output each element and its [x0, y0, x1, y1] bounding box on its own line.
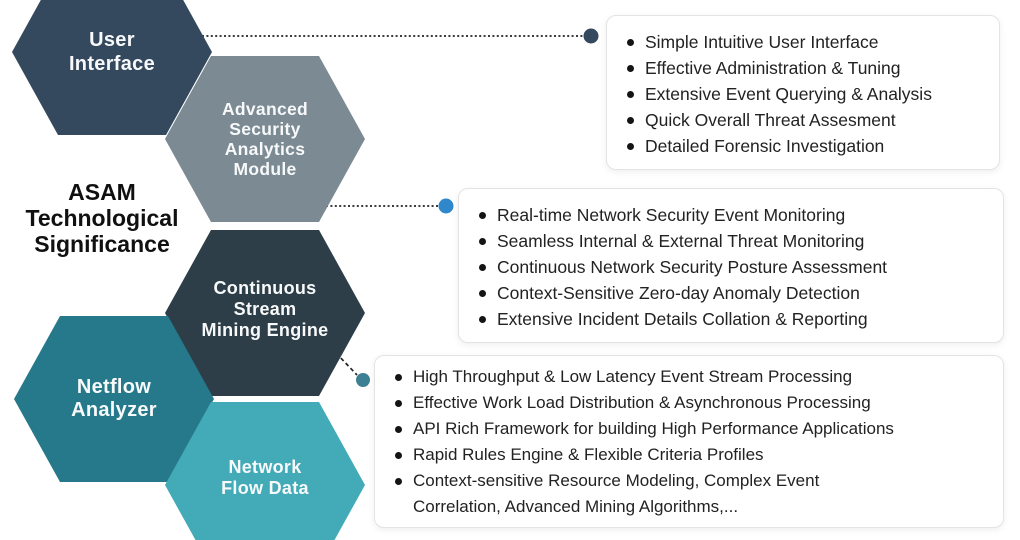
feature-text: Effective Administration & Tuning: [645, 58, 901, 78]
bullet-icon: [395, 452, 402, 459]
feature-text: Extensive Incident Details Collation & R…: [497, 309, 868, 329]
feature-item: Context-Sensitive Zero-day Anomaly Detec…: [479, 280, 985, 306]
dashed-line-mining-engine: [335, 352, 358, 376]
bullet-icon: [627, 143, 634, 150]
hexagon-label: Network Flow Data: [221, 457, 309, 498]
bullet-icon: [479, 264, 486, 271]
feature-text: Simple Intuitive User Interface: [645, 32, 879, 52]
bullet-icon: [627, 91, 634, 98]
feature-item: Seamless Internal & External Threat Moni…: [479, 228, 985, 254]
bullet-icon: [479, 238, 486, 245]
feature-text: Quick Overall Threat Assesment: [645, 110, 896, 130]
bullet-icon: [479, 290, 486, 297]
connector-dot-icon-1: [583, 28, 599, 44]
feature-text: Seamless Internal & External Threat Moni…: [497, 231, 865, 251]
feature-text: Rapid Rules Engine & Flexible Criteria P…: [413, 445, 764, 464]
hexagon-netflow-analyzer: Netflow Analyzer: [14, 316, 214, 482]
hexagon-label: Continuous Stream Mining Engine: [201, 277, 329, 340]
feature-box-analytics-module: Real-time Network Security Event Monitor…: [458, 188, 1004, 343]
connector-dot-icon-3: [356, 373, 370, 387]
hexagon-label: Advanced Security Analytics Module: [221, 99, 309, 179]
feature-text: Effective Work Load Distribution & Async…: [413, 393, 871, 412]
feature-item: High Throughput & Low Latency Event Stre…: [395, 364, 985, 390]
feature-box-mining-engine: High Throughput & Low Latency Event Stre…: [374, 355, 1004, 528]
feature-item: Extensive Event Querying & Analysis: [627, 81, 981, 107]
hexagon-label: Netflow Analyzer: [71, 376, 157, 421]
feature-item: Simple Intuitive User Interface: [627, 29, 981, 55]
feature-text: High Throughput & Low Latency Event Stre…: [413, 367, 853, 386]
feature-item: Context-sensitive Resource Modeling, Com…: [395, 468, 985, 520]
feature-text: Real-time Network Security Event Monitor…: [497, 205, 846, 225]
feature-text: Context-sensitive Resource Modeling, Com…: [413, 471, 820, 516]
bullet-icon: [479, 212, 486, 219]
bullet-icon: [395, 478, 402, 485]
bullet-icon: [627, 39, 634, 46]
feature-text: Continuous Network Security Posture Asse…: [497, 257, 888, 277]
feature-item: Real-time Network Security Event Monitor…: [479, 202, 985, 228]
feature-item: Continuous Network Security Posture Asse…: [479, 254, 985, 280]
feature-text: API Rich Framework for building High Per…: [413, 419, 894, 438]
feature-text: Extensive Event Querying & Analysis: [645, 84, 932, 104]
feature-item: Effective Administration & Tuning: [627, 55, 981, 81]
feature-box-user-interface: Simple Intuitive User Interface Effectiv…: [606, 15, 1000, 170]
hexagon-label: User Interface: [68, 29, 156, 75]
feature-item: Extensive Incident Details Collation & R…: [479, 306, 985, 332]
feature-item: Effective Work Load Distribution & Async…: [395, 390, 985, 416]
feature-item: Detailed Forensic Investigation: [627, 133, 981, 159]
bullet-icon: [627, 65, 634, 72]
feature-item: Quick Overall Threat Assesment: [627, 107, 981, 133]
bullet-icon: [395, 426, 402, 433]
bullet-icon: [627, 117, 634, 124]
feature-item: Rapid Rules Engine & Flexible Criteria P…: [395, 442, 985, 468]
hexagon-advanced-security-analytics-module: Advanced Security Analytics Module: [165, 56, 365, 222]
bullet-icon: [395, 400, 402, 407]
connector-dot-icon-2: [438, 198, 454, 214]
bullet-icon: [479, 316, 486, 323]
diagram-title: ASAM Technological Significance: [25, 179, 179, 257]
feature-item: API Rich Framework for building High Per…: [395, 416, 985, 442]
feature-text: Detailed Forensic Investigation: [645, 136, 885, 156]
hexagon-continuous-stream-mining-engine: Continuous Stream Mining Engine: [165, 230, 365, 396]
hexagon-network-flow-data: Network Flow Data: [165, 402, 365, 540]
bullet-icon: [395, 374, 402, 381]
feature-text: Context-Sensitive Zero-day Anomaly Detec…: [497, 283, 860, 303]
